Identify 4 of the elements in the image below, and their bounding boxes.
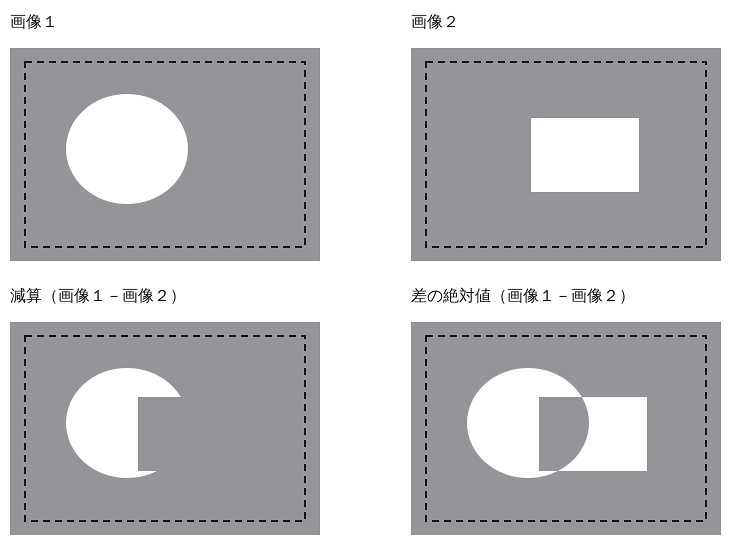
panel-title: 差の絶対値（画像１－画像２） xyxy=(411,286,635,306)
panel-title: 画像２ xyxy=(411,12,459,32)
panel-title: 画像１ xyxy=(10,12,58,32)
panel-title: 減算（画像１－画像２） xyxy=(10,286,186,306)
